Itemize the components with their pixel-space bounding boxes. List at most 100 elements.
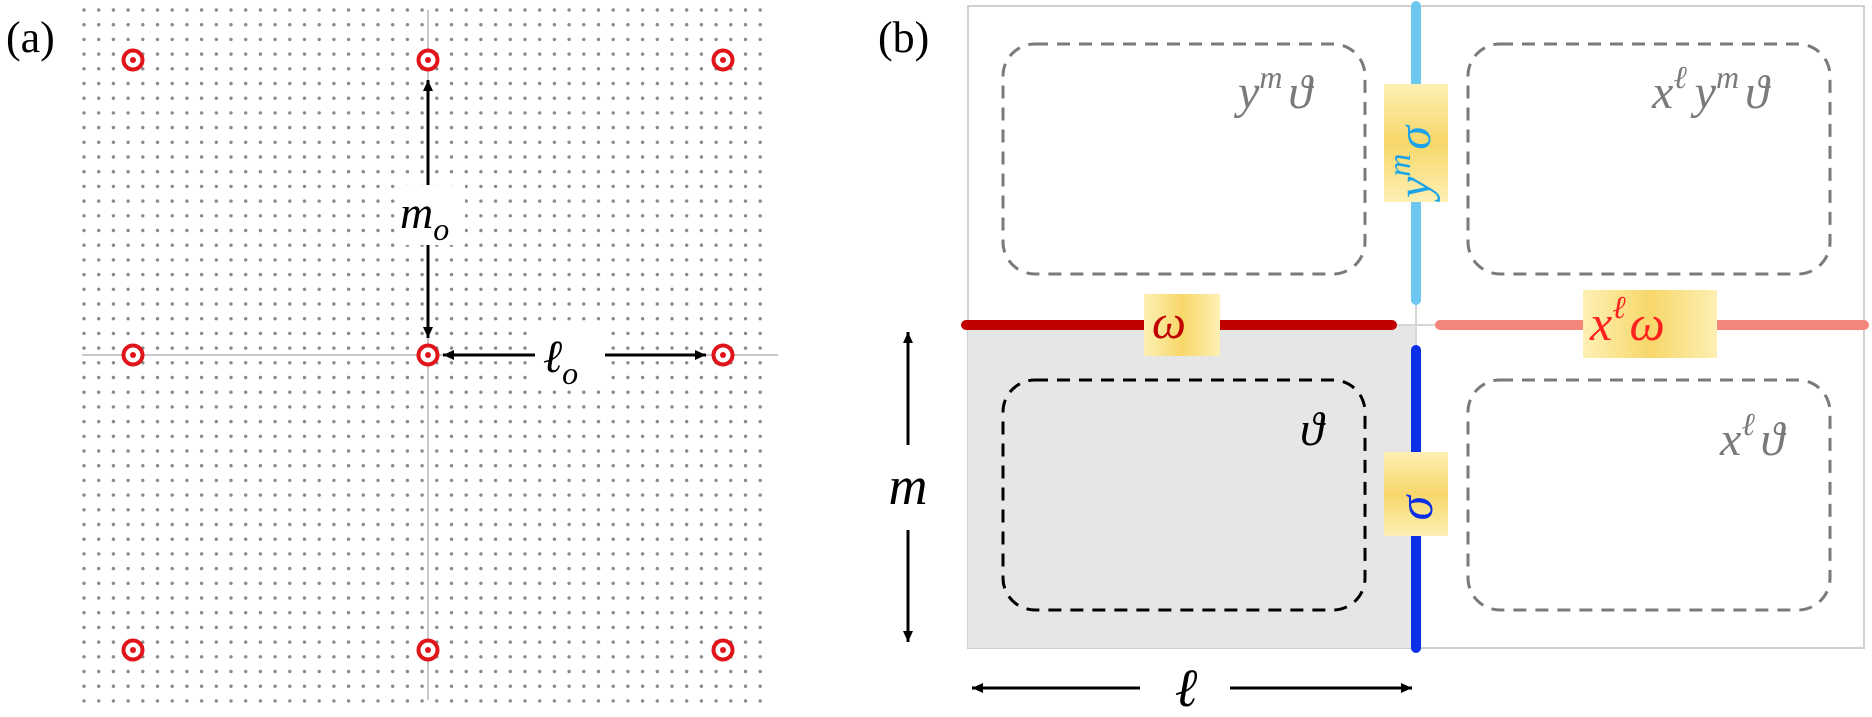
grid-dot [82, 67, 86, 71]
grid-dot [435, 478, 439, 483]
grid-dot [361, 596, 365, 600]
grid-dot [582, 258, 586, 262]
grid-dot [170, 552, 174, 556]
grid-dot [435, 552, 439, 556]
grid-dot [214, 140, 218, 144]
grid-dot [714, 272, 718, 277]
grid-dot [523, 111, 527, 115]
grid-dot [611, 390, 615, 394]
grid-dot [699, 361, 704, 365]
grid-dot [685, 390, 689, 394]
grid-dot [655, 125, 659, 130]
grid-dot [640, 214, 645, 218]
grid-dot [141, 228, 145, 233]
grid-dot [508, 493, 512, 497]
grid-dot [699, 170, 704, 174]
grid-dot [391, 375, 395, 380]
grid-dot [288, 625, 292, 630]
grid-dot [538, 52, 542, 56]
grid-dot [435, 522, 439, 527]
grid-dot [332, 302, 336, 306]
grid-dot [346, 155, 351, 159]
grid-dot [685, 375, 689, 380]
grid-dot [729, 611, 733, 615]
box-bottom-right [1466, 378, 1832, 612]
grid-dot [464, 552, 468, 556]
grid-dot [111, 625, 116, 630]
grid-dot [332, 464, 336, 468]
grid-dot [273, 419, 277, 424]
grid-dot [405, 8, 410, 12]
grid-dot [699, 199, 704, 203]
grid-dot [493, 170, 498, 174]
grid-dot [155, 434, 160, 438]
grid-dot [596, 390, 601, 394]
grid-dot [552, 302, 557, 306]
grid-dot [229, 419, 233, 424]
grid-dot [199, 317, 204, 321]
grid-dot [699, 537, 704, 541]
grid-dot [82, 96, 86, 100]
grid-dot [185, 184, 189, 189]
grid-dot [449, 23, 454, 27]
grid-dot [111, 243, 116, 247]
grid-dot [449, 272, 454, 277]
grid-dot [141, 302, 145, 306]
grid-dot [199, 537, 204, 541]
grid-dot [508, 258, 512, 262]
grid-dot [493, 449, 498, 453]
grid-dot [155, 111, 160, 115]
grid-dot [111, 684, 116, 688]
grid-dot [391, 125, 395, 130]
grid-dot [596, 537, 601, 541]
grid-dot [244, 81, 248, 86]
grid-dot [670, 375, 674, 380]
grid-dot [435, 596, 439, 600]
grid-dot [155, 317, 160, 321]
grid-dot [743, 566, 748, 571]
grid-dot [567, 184, 571, 189]
grid-dot [626, 611, 630, 615]
grid-dot [126, 537, 130, 541]
grid-dot [376, 361, 380, 365]
grid-dot [538, 140, 542, 144]
grid-dot [82, 125, 86, 130]
grid-dot [523, 449, 527, 453]
grid-dot [699, 331, 704, 336]
grid-dot [611, 464, 615, 468]
grid-dot [185, 96, 189, 100]
grid-dot [508, 361, 512, 365]
grid-dot [493, 684, 498, 688]
grid-dot [435, 566, 439, 571]
grid-dot [317, 449, 321, 453]
grid-dot [508, 640, 512, 644]
grid-dot [141, 405, 145, 409]
grid-dot [332, 346, 336, 350]
grid-dot [582, 214, 586, 218]
grid-dot [493, 655, 498, 659]
grid-dot [449, 331, 454, 336]
grid-dot [670, 140, 674, 144]
grid-dot [655, 67, 659, 71]
grid-dot [435, 405, 439, 409]
grid-dot [508, 243, 512, 247]
grid-dot [214, 566, 218, 571]
grid-dot [199, 611, 204, 615]
grid-dot [435, 625, 439, 630]
grid-dot [479, 346, 483, 350]
grid-dot [244, 640, 248, 644]
grid-dot [582, 125, 586, 130]
grid-dot [229, 81, 233, 86]
grid-dot [670, 331, 674, 336]
grid-dot [743, 419, 748, 424]
grid-dot [199, 184, 204, 189]
grid-dot [449, 287, 454, 291]
grid-dot [155, 508, 160, 512]
grid-dot [391, 214, 395, 218]
grid-dot [729, 287, 733, 291]
grid-dot [685, 125, 689, 130]
grid-dot [185, 434, 189, 438]
grid-dot [141, 140, 145, 144]
grid-dot [449, 405, 454, 409]
grid-dot [567, 684, 571, 688]
